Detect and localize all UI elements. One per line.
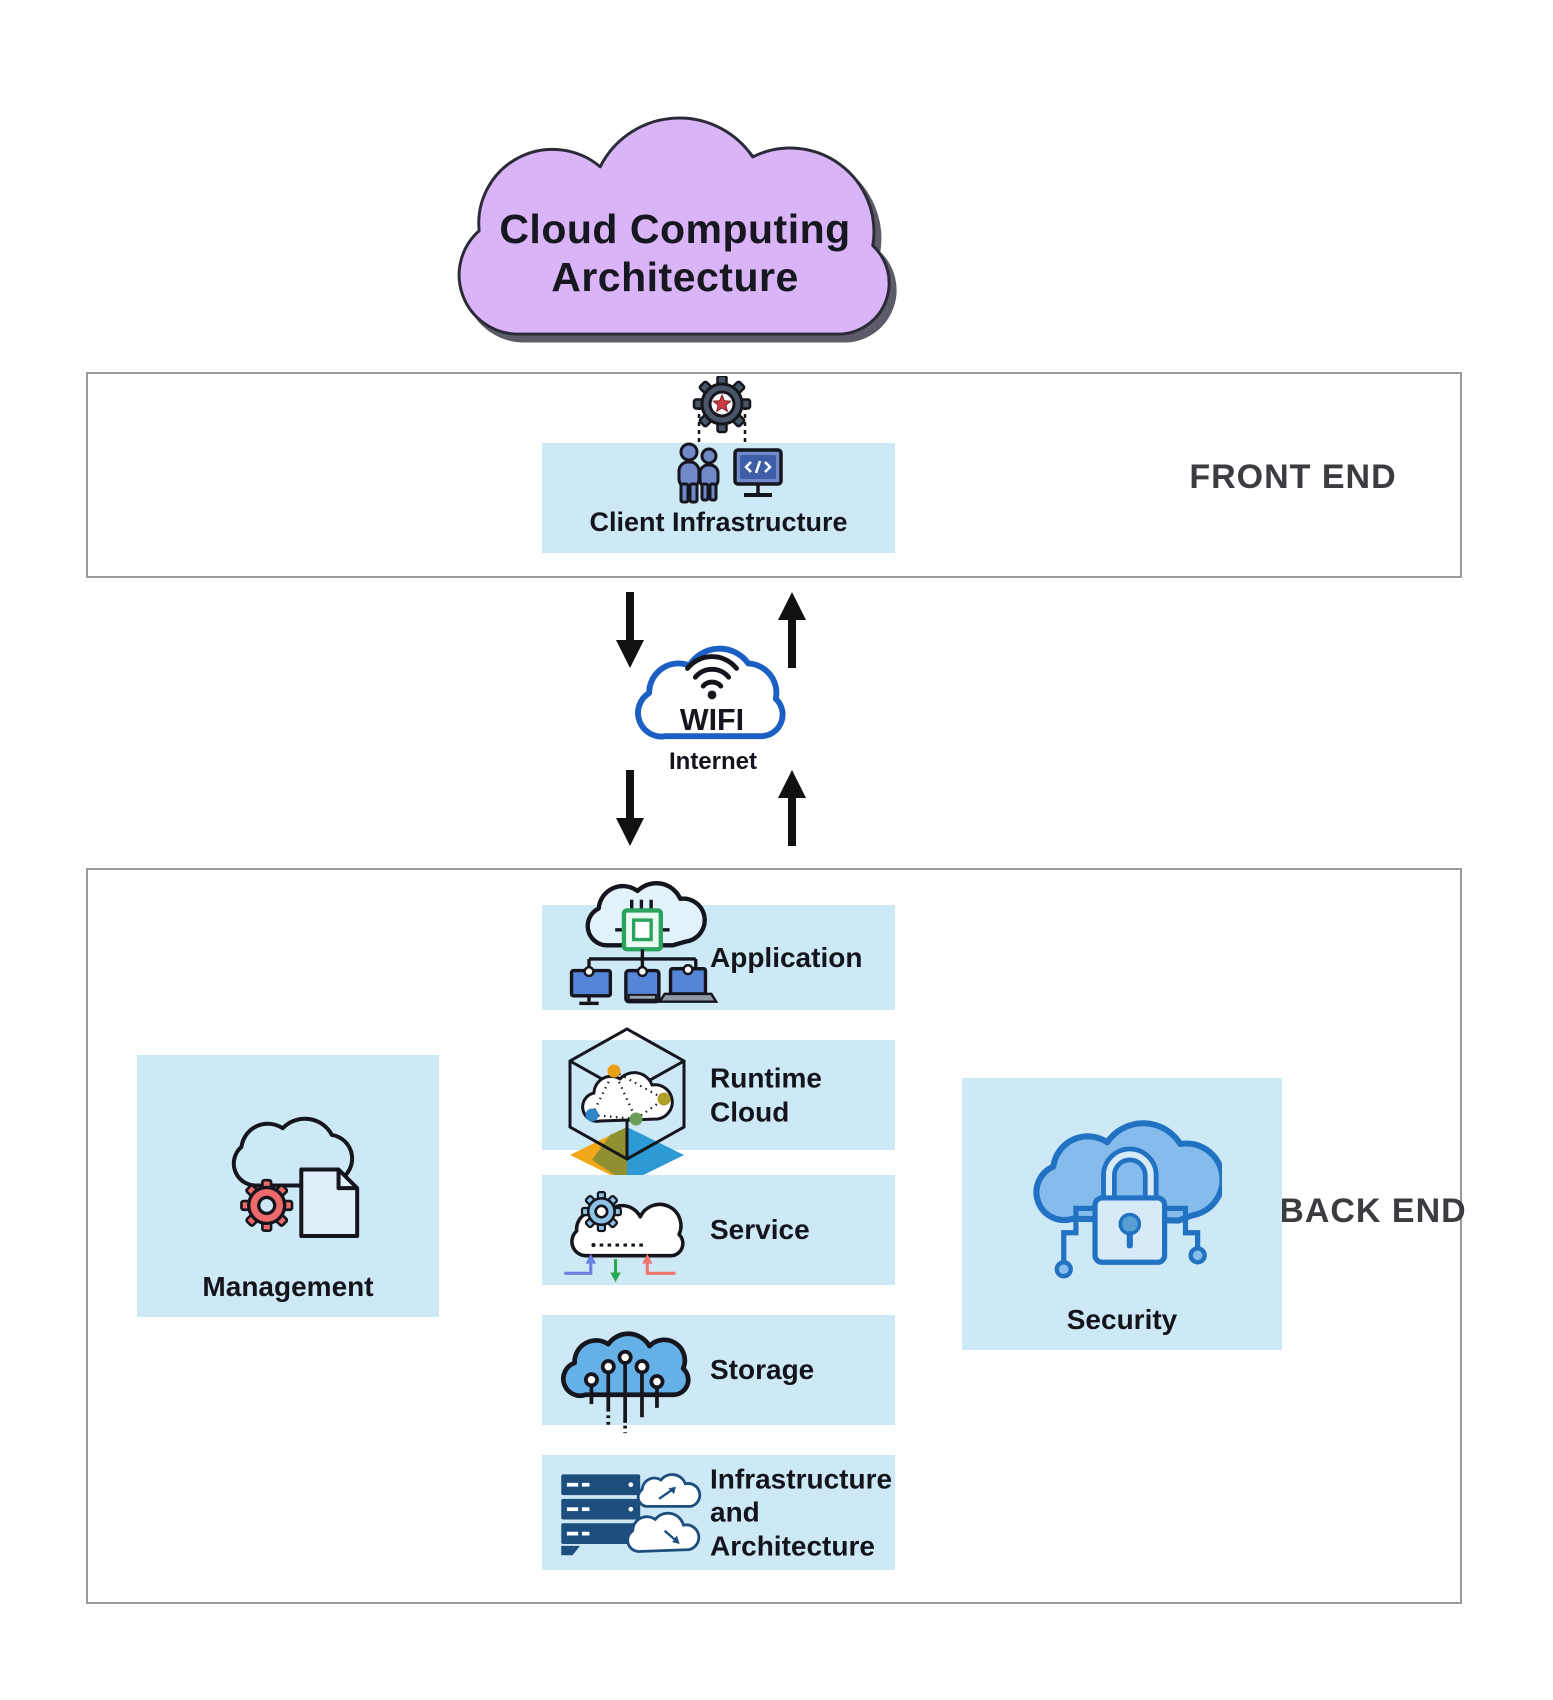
security-panel: Security	[962, 1078, 1282, 1350]
application-label: Application	[710, 941, 863, 973]
service-gear	[580, 1191, 622, 1233]
backend-row-runtime-cloud: Runtime Cloud	[542, 1027, 895, 1183]
backend-row-storage: Storage	[542, 1315, 895, 1434]
service-icon	[564, 1191, 685, 1283]
application-icon	[569, 880, 719, 1006]
down-arrow	[616, 770, 644, 846]
backend-row-infrastructure: Infrastructure and Architecture	[542, 1455, 895, 1570]
management-label: Management	[202, 1271, 374, 1302]
storage-label: Storage	[710, 1354, 815, 1386]
users-icon	[677, 442, 720, 504]
wifi-cloud-icon: WIFI	[635, 645, 786, 740]
security-label: Security	[1066, 1304, 1178, 1335]
service-label: Service	[710, 1214, 810, 1246]
management-panel: Management	[137, 1055, 439, 1317]
backend-row-service: Service	[542, 1175, 895, 1285]
up-arrow	[778, 592, 806, 668]
front-end-section-label: FRONT END	[1189, 458, 1397, 496]
security-icon	[1033, 1120, 1222, 1279]
client-infrastructure-panel: Client Infrastructure	[542, 443, 895, 553]
infrastructure-icon	[561, 1473, 702, 1556]
title-cloud-shape	[457, 116, 891, 336]
code-monitor-icon	[733, 448, 783, 497]
client-infrastructure-icon	[677, 376, 783, 504]
wifi-waves	[684, 654, 739, 700]
up-arrow	[778, 770, 806, 846]
back-end-section-label: BACK END	[1279, 1192, 1467, 1230]
page-title: Cloud Computing Architecture	[499, 206, 851, 300]
internet-label: Internet	[668, 748, 757, 775]
runtime-cloud-label: Runtime Cloud	[710, 1062, 822, 1127]
management-icon	[231, 1116, 360, 1239]
management-gear	[240, 1178, 294, 1233]
circuit-legs	[1061, 1205, 1201, 1265]
runtime-cloud-icon	[568, 1027, 686, 1183]
wifi-text: WIFI	[680, 703, 744, 737]
storage-icon	[561, 1331, 691, 1434]
backend-row-application: Application	[542, 880, 895, 1010]
client-infrastructure-label: Client Infrastructure	[589, 507, 848, 537]
connected-devices	[569, 964, 719, 1006]
down-arrow	[616, 592, 644, 668]
gear-star-icon	[692, 376, 752, 434]
infrastructure-label: Infrastructure and Architecture	[710, 1463, 893, 1562]
